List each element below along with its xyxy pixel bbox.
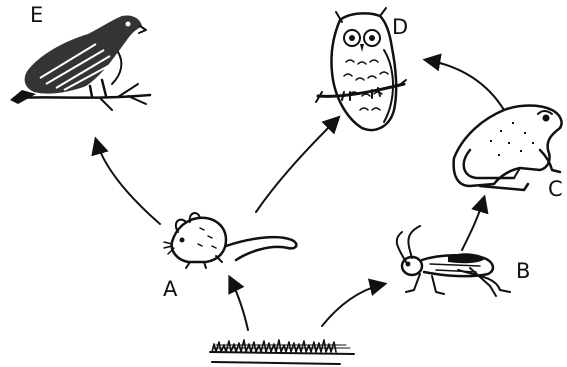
label-a: A — [163, 277, 178, 301]
arrow-insect-to-frog — [462, 198, 484, 250]
label-e: E — [30, 3, 43, 27]
arrow-mouse-to-owl — [256, 118, 338, 212]
hawk-icon — [10, 15, 150, 110]
label-d: D — [392, 15, 408, 39]
arrow-frog-to-owl — [426, 60, 504, 110]
frog-icon — [454, 106, 562, 191]
label-b: B — [516, 259, 530, 283]
arrow-grass-to-mouse — [230, 278, 248, 330]
arrows — [96, 60, 504, 330]
arrow-grass-to-insect — [322, 284, 384, 326]
mouse-icon — [164, 213, 296, 268]
grasshopper-icon — [397, 226, 510, 296]
arrow-mouse-to-hawk — [96, 140, 160, 224]
label-c: C — [548, 177, 563, 201]
grass-icon — [210, 340, 354, 364]
